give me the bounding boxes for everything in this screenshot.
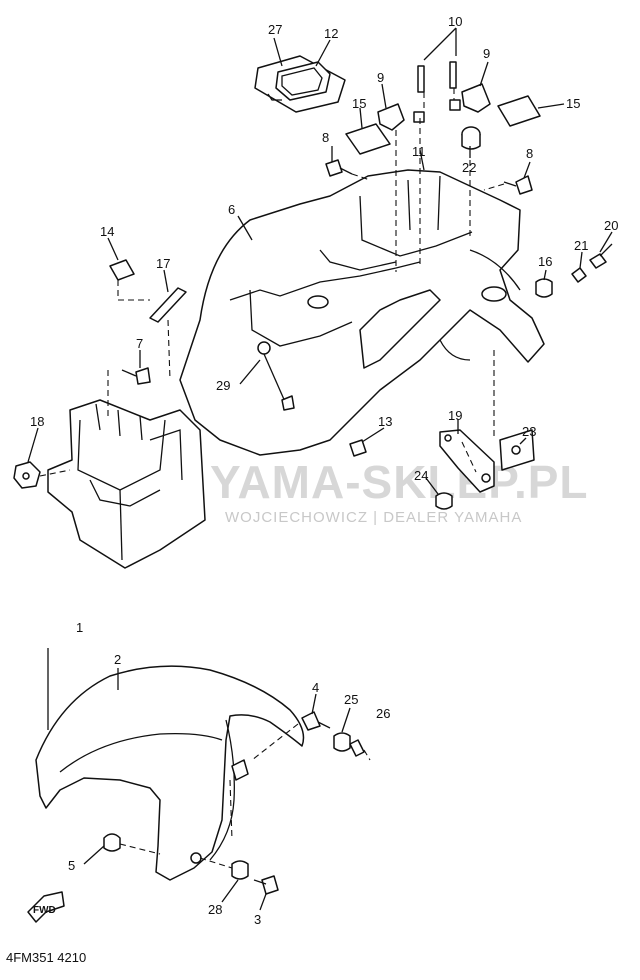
callout-21: 21	[574, 238, 588, 253]
part-battery-box	[47, 399, 206, 569]
callout-9-left: 9	[377, 70, 384, 85]
callout-28: 28	[208, 902, 222, 917]
fwd-label: FWD	[33, 905, 56, 916]
callout-7: 7	[136, 336, 143, 351]
part-bolt-7	[121, 367, 151, 385]
watermark-title: YAMA-SKLEP.PL	[210, 456, 589, 508]
assembly-lines-lower	[119, 723, 371, 869]
callout-9-right: 9	[483, 46, 490, 61]
part-small-16-20-21	[535, 243, 613, 298]
callout-4: 4	[312, 680, 319, 695]
callout-10: 10	[448, 14, 462, 29]
callout-15-left: 15	[352, 96, 366, 111]
part-block-14	[109, 259, 187, 323]
part-bolt-29	[257, 341, 295, 411]
callout-8-left: 8	[322, 130, 329, 145]
part-pads-15	[345, 95, 541, 155]
callout-15-right: 15	[566, 96, 580, 111]
callout-1: 1	[76, 620, 83, 635]
callout-26: 26	[376, 706, 390, 721]
part-bolts-8	[325, 159, 533, 195]
part-nut-13	[349, 439, 367, 457]
assembly-lines-upper	[39, 88, 505, 477]
part-rear-fender-6	[179, 169, 545, 456]
callout-23: 23	[522, 424, 536, 439]
callout-25: 25	[344, 692, 358, 707]
part-clip-18	[13, 461, 41, 489]
fwd-arrow-icon: FWD	[27, 891, 65, 923]
part-cover-27-12	[254, 55, 346, 113]
watermark-subtitle: WOJCIECHOWICZ | DEALER YAMAHA	[225, 509, 522, 526]
callout-6: 6	[228, 202, 235, 217]
leader-lines-lower	[47, 648, 351, 911]
callout-5: 5	[68, 858, 75, 873]
callout-13: 13	[378, 414, 392, 429]
callout-24: 24	[414, 468, 428, 483]
part-front-fender-2	[35, 665, 305, 881]
part-bolts-lower	[103, 711, 365, 895]
callout-29: 29	[216, 378, 230, 393]
callout-12: 12	[324, 26, 338, 41]
part-bracket-19	[435, 429, 535, 510]
callout-27: 27	[268, 22, 282, 37]
part-brackets-9	[377, 61, 491, 150]
callout-17: 17	[156, 256, 170, 271]
callout-labels: 27 12 10 9 9 15 15 8 8 11 22 6 20 21 16 …	[30, 14, 618, 927]
callout-22: 22	[462, 160, 476, 175]
callout-16: 16	[538, 254, 552, 269]
callout-20: 20	[604, 218, 618, 233]
drawing-code: 4FM351 4210	[6, 950, 86, 965]
callout-14: 14	[100, 224, 114, 239]
callout-19: 19	[448, 408, 462, 423]
leader-lines-upper	[27, 27, 613, 495]
callout-8-right: 8	[526, 146, 533, 161]
callout-3: 3	[254, 912, 261, 927]
callout-18: 18	[30, 414, 44, 429]
callout-2: 2	[114, 652, 121, 667]
callout-11: 11	[412, 144, 426, 159]
